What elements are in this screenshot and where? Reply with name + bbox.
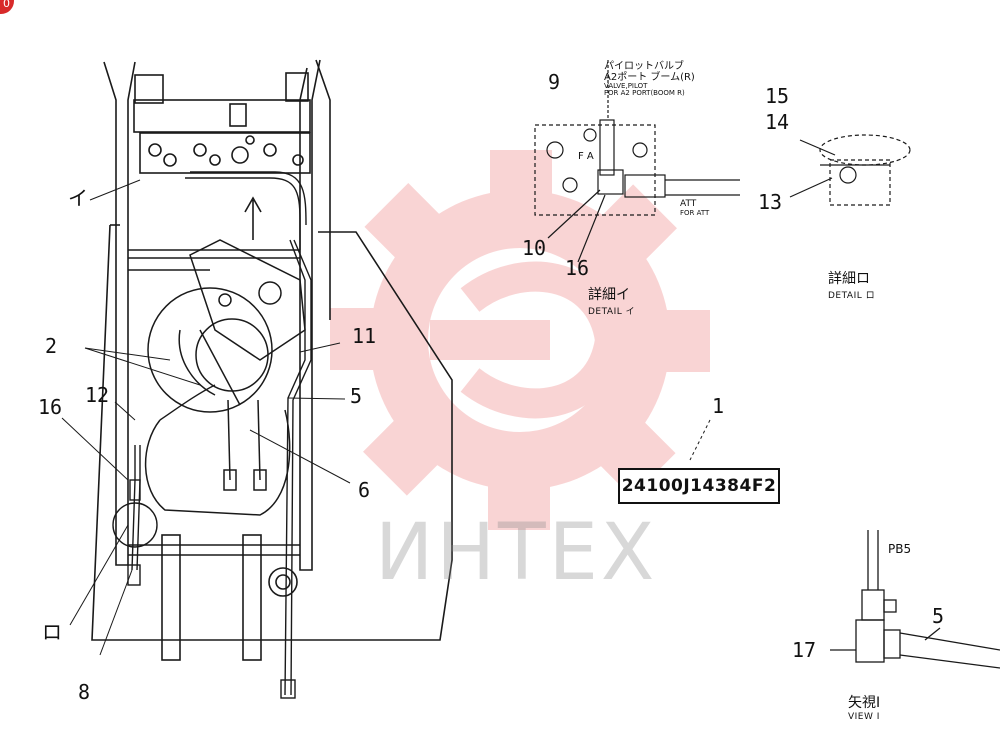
callout-11: 11 <box>352 324 377 348</box>
callout-i: イ <box>68 186 88 210</box>
callout-10: 10 <box>522 236 547 260</box>
callout-2: 2 <box>45 334 58 358</box>
watermark-text: ИНТЕХ <box>375 508 658 598</box>
part-number-box: 24100J14384F2 <box>618 468 780 504</box>
pb5-label: PB5 <box>888 542 912 556</box>
callout-5-view: 5 <box>932 604 945 628</box>
callout-16-detail: 16 <box>565 256 590 280</box>
callout-17: 17 <box>792 638 817 662</box>
detail-ro-caption: 詳細ロ DETAIL ロ <box>828 268 875 301</box>
pilot-valve-label: パイロットバルブ A2ポート ブーム(R) VALVE,PILOT FOR A2… <box>604 61 695 98</box>
detail-i-drawing <box>534 60 740 263</box>
callout-13: 13 <box>758 190 783 214</box>
detail-i-jp: 詳細イ <box>588 287 630 303</box>
detail-i-caption: 詳細イ DETAIL イ <box>588 284 635 317</box>
machine-frame <box>91 59 453 661</box>
callout-6: 6 <box>358 478 371 502</box>
detail-ro-drawing <box>789 134 911 206</box>
callout-12: 12 <box>85 383 110 407</box>
pilot-valve-jp2: A2ポート ブーム(R) <box>604 71 695 83</box>
for-att-label: FOR ATT <box>680 209 710 217</box>
pilot-valve-en2: FOR A2 PORT(BOOM R) <box>604 89 685 98</box>
view-i-en: VIEW I <box>848 712 880 722</box>
leader-lines <box>61 179 711 656</box>
detail-ro-jp: 詳細ロ <box>828 271 870 287</box>
callout-ro: ロ <box>42 620 62 644</box>
fa-label: F A <box>578 151 594 162</box>
watermark-gear-logo <box>330 150 710 530</box>
callout-8: 8 <box>78 680 91 704</box>
hose-lines <box>112 171 312 699</box>
pump-assembly <box>144 239 306 516</box>
callout-9: 9 <box>548 70 561 94</box>
att-label: ATT <box>680 199 697 209</box>
detail-i-en: DETAIL イ <box>588 307 636 317</box>
callout-16-left: 16 <box>38 395 63 419</box>
callout-1: 1 <box>712 394 725 418</box>
callout-15: 15 <box>765 84 790 108</box>
view-i-caption: 矢視Ⅰ VIEW I <box>848 692 880 722</box>
pilot-valve-jp: パイロットバルブ <box>604 61 684 72</box>
view-i-jp: 矢視Ⅰ <box>848 695 881 711</box>
pilot-valve-en: VALVE,PILOT <box>604 82 648 90</box>
view-i-drawing <box>830 530 1000 669</box>
detail-ro-en: DETAIL ロ <box>828 291 876 301</box>
callout-5-main: 5 <box>350 384 363 408</box>
callout-14: 14 <box>765 110 790 134</box>
